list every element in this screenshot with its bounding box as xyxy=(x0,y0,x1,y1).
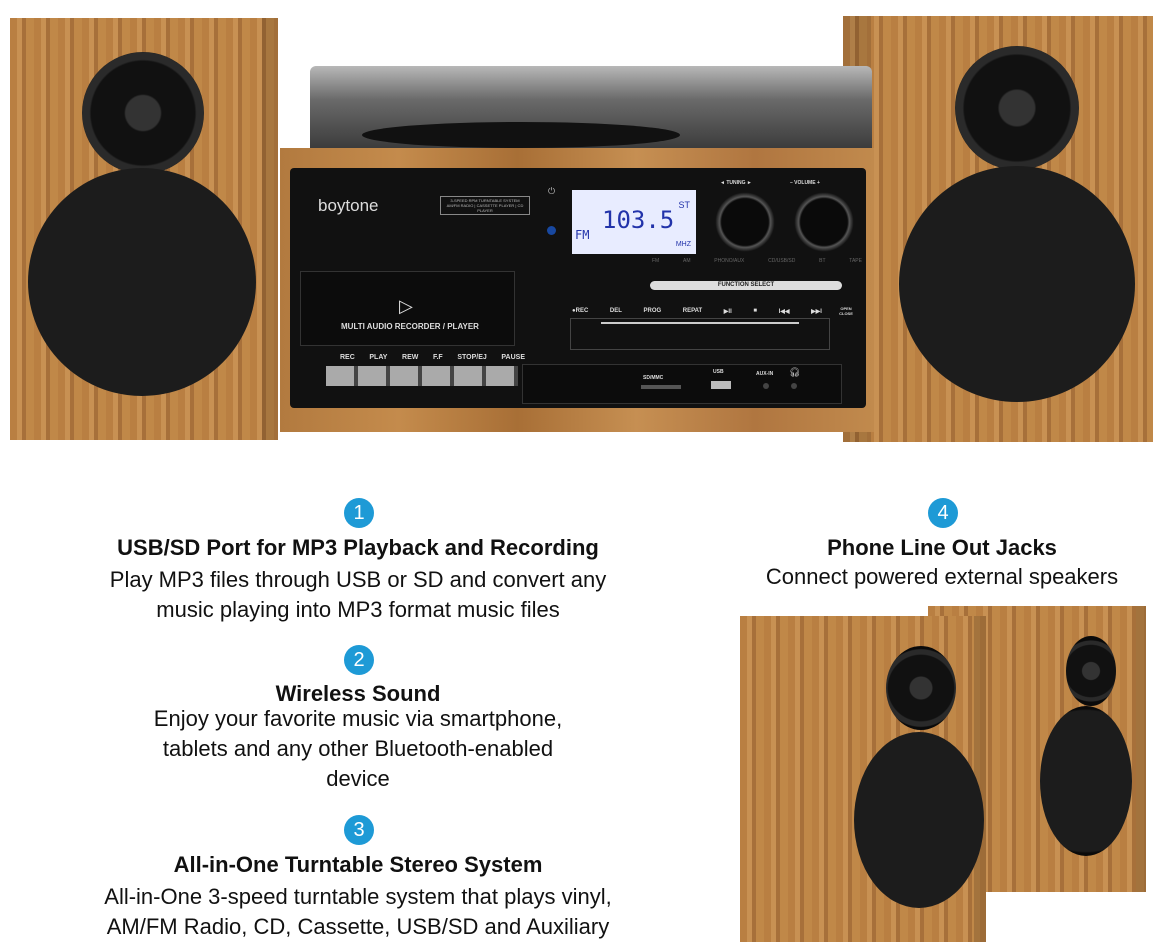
tweeter xyxy=(955,46,1079,170)
feature-title-3: All-in-One Turntable Stereo System xyxy=(173,852,543,877)
play-icon: ▷ xyxy=(399,296,413,316)
sd-slot-label: SD/MMC xyxy=(643,375,664,381)
lcd-display: FM 103.5 ST MHZ xyxy=(572,190,696,254)
woofer xyxy=(899,166,1135,402)
sd-slot[interactable] xyxy=(641,385,681,389)
cd-slot xyxy=(570,318,830,350)
feature-title-4: Phone Line Out Jacks xyxy=(827,535,1057,560)
cd-play-pause-button[interactable]: ▶II xyxy=(723,309,732,315)
feature-text-4: Connect powered external speakers xyxy=(765,564,1119,589)
headphone-jack[interactable] xyxy=(791,383,797,389)
feature-badge-1: 1 xyxy=(344,498,374,528)
feature-badge-3: 3 xyxy=(344,815,374,845)
cd-repeat-button[interactable]: REPAT xyxy=(682,308,703,314)
function-select-button[interactable]: FUNCTION SELECT xyxy=(650,281,842,290)
band: FM xyxy=(575,228,590,242)
feature-text-2: Enjoy your favorite music via smartphone… xyxy=(153,706,563,791)
right-speaker xyxy=(843,16,1153,442)
usb-label: USB xyxy=(713,369,724,375)
woofer xyxy=(854,732,984,908)
feature-badge-2: 2 xyxy=(344,645,374,675)
cd-del-button[interactable]: DEL xyxy=(609,308,622,314)
brand-logo: boytone xyxy=(318,196,379,215)
tweeter xyxy=(1066,636,1116,706)
open-close-button[interactable]: OPEN CLOSE xyxy=(839,306,853,316)
vinyl-record xyxy=(362,122,680,148)
tweeter xyxy=(82,52,204,174)
unit: MHZ xyxy=(675,241,691,248)
tape-keys[interactable] xyxy=(326,366,518,386)
cd-prog-button[interactable]: PROG xyxy=(643,308,662,314)
port-panel: SD/MMC USB AUX-IN 🎧︎ xyxy=(522,364,842,404)
tweeter xyxy=(886,646,956,730)
stereo-indicator: ST xyxy=(678,200,690,210)
feature-text-1: Play MP3 files through USB or SD and con… xyxy=(109,567,607,622)
front-speaker xyxy=(740,616,986,942)
aux-label: AUX-IN xyxy=(756,371,774,377)
cassette-label: MULTI AUDIO RECORDER / PLAYER xyxy=(341,322,479,331)
feature-title-1: USB/SD Port for MP3 Playback and Recordi… xyxy=(117,535,599,560)
woofer xyxy=(1040,706,1132,856)
front-panel: boytone 3-SPEED RPM TURNTABLE SYSTEM AM/… xyxy=(290,168,866,408)
cd-buttons: ●REC DEL PROG REPAT ▶II ■ I◀◀ ▶▶I xyxy=(572,308,822,315)
volume-label: – VOLUME + xyxy=(790,180,820,186)
usb-port[interactable] xyxy=(711,381,731,389)
model-label: 3-SPEED RPM TURNTABLE SYSTEM AM/FM RADIO… xyxy=(440,196,530,215)
cassette-door: ▷ MULTI AUDIO RECORDER / PLAYER xyxy=(300,271,515,346)
main-unit: boytone 3-SPEED RPM TURNTABLE SYSTEM AM/… xyxy=(280,148,874,432)
woofer xyxy=(28,168,256,396)
power-icon: ⏻ xyxy=(548,186,556,196)
function-modes: FM AM PHONO/AUX CD/USB/SD BT TAPE xyxy=(652,258,862,264)
cd-next-button[interactable]: ▶▶I xyxy=(811,309,822,315)
speaker-pair-photo xyxy=(738,600,1148,945)
volume-knob[interactable] xyxy=(794,192,854,252)
product-photo: boytone 3-SPEED RPM TURNTABLE SYSTEM AM/… xyxy=(0,0,1162,445)
tape-buttons: REC PLAY REW F.F STOP/EJ PAUSE xyxy=(340,354,525,361)
headphone-icon: 🎧︎ xyxy=(789,367,801,377)
cd-stop-button[interactable]: ■ xyxy=(753,308,757,314)
feature-text-3: All-in-One 3-speed turntable system that… xyxy=(104,884,612,939)
cd-prev-button[interactable]: I◀◀ xyxy=(778,309,790,315)
frequency: 103.5 xyxy=(602,206,675,234)
left-speaker xyxy=(10,18,278,440)
cd-rec-button[interactable]: ●REC xyxy=(572,308,589,314)
aux-jack[interactable] xyxy=(763,383,769,389)
turntable-lid xyxy=(310,66,872,150)
tuning-label: ◄ TUNING ► xyxy=(720,180,752,186)
feature-title-2: Wireless Sound xyxy=(275,681,441,706)
tuning-knob[interactable] xyxy=(715,192,775,252)
bluetooth-icon xyxy=(547,226,556,235)
feature-badge-4: 4 xyxy=(928,498,958,528)
